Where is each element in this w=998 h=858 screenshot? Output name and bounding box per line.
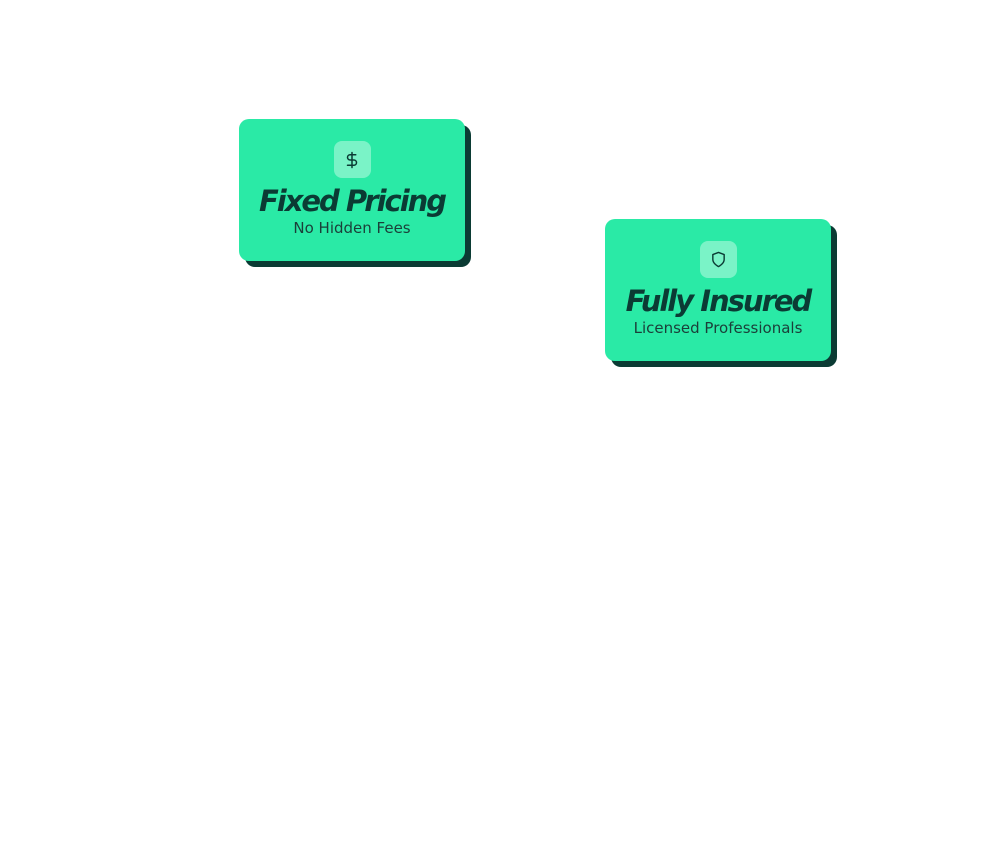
badge-subtitle: No Hidden Fees (293, 219, 411, 237)
fully-insured-badge: Fully Insured Licensed Professionals (605, 219, 831, 361)
badge-subtitle: Licensed Professionals (633, 319, 803, 337)
fixed-pricing-badge: Fixed Pricing No Hidden Fees (239, 119, 465, 261)
badge-title: Fixed Pricing (258, 184, 447, 218)
shield-icon (699, 241, 737, 278)
dollar-icon (333, 141, 371, 178)
badge-title: Fully Insured (625, 284, 813, 318)
